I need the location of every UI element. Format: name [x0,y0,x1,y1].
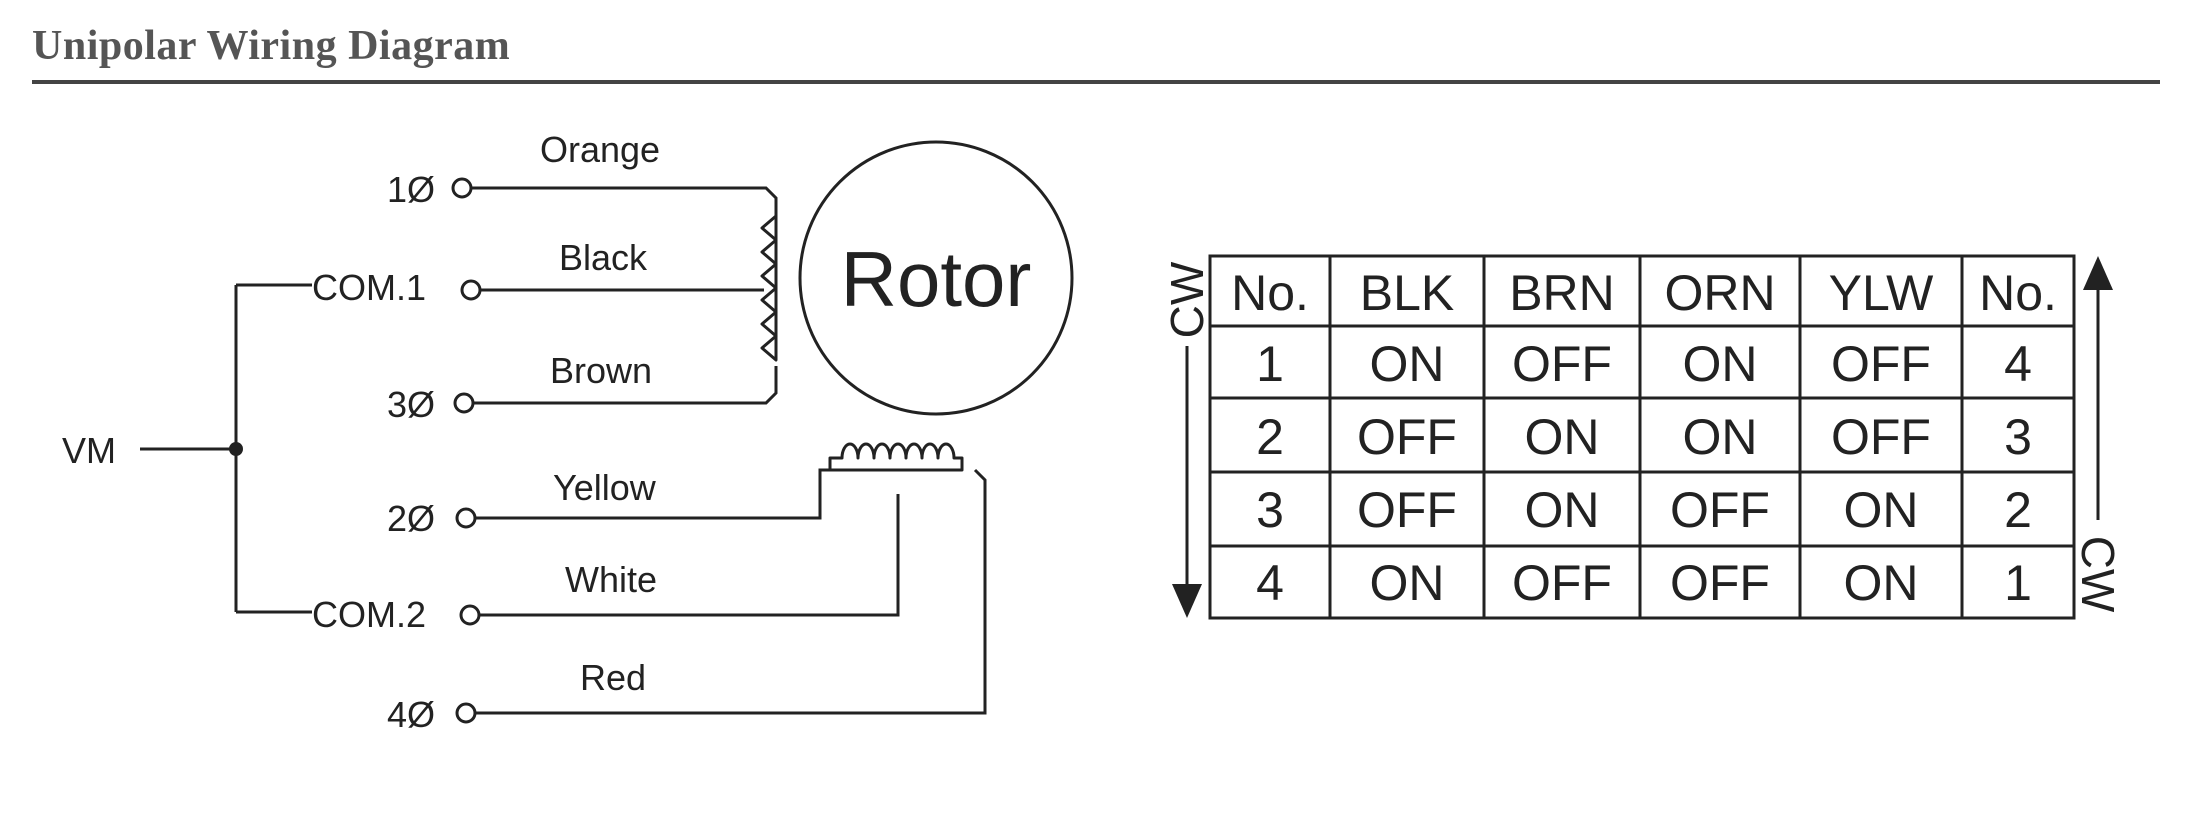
table-cell: ON [1844,482,1919,538]
table-cell: OFF [1670,555,1770,611]
terminal-com1-label: COM.1 [312,267,426,308]
table-cell: 3 [1256,482,1284,538]
rotor-label: Rotor [841,235,1032,323]
orange-wire [471,186,778,216]
red-wire [475,468,987,715]
page-title: Unipolar Wiring Diagram [32,23,511,69]
table-cell: OFF [1512,555,1612,611]
table-cell: 4 [2004,336,2032,392]
table-cell: ON [1370,555,1445,611]
table-header-brn: BRN [1509,265,1615,321]
wire-orange-label: Orange [540,129,660,170]
table-header-blk: BLK [1360,265,1455,321]
wire-black-label: Black [559,237,648,278]
cw-label-right: CW [2072,536,2124,613]
table-cell: 1 [2004,555,2032,611]
table-cell: ON [1525,409,1600,465]
yellow-wire [475,468,830,520]
table-header-ylw: YLW [1829,265,1934,321]
table-frame [1208,254,2076,620]
cw-label-left: CW [1161,261,1213,338]
white-wire [479,494,900,617]
vm-junction-dot [229,442,243,456]
table-cell: 3 [2004,409,2032,465]
table-header-orn: ORN [1664,265,1775,321]
table-cell: ON [1683,409,1758,465]
title-underline [32,80,2160,84]
wire-red-label: Red [580,657,646,698]
table-cell: ON [1683,336,1758,392]
terminal-3-circle [453,392,475,414]
table-cell: ON [1525,482,1600,538]
wire-yellow-label: Yellow [553,467,657,508]
right-arrow-head [2083,256,2113,290]
table-cell: OFF [1357,409,1457,465]
terminal-com1-circle [460,279,482,301]
table-cell: ON [1370,336,1445,392]
terminal-2-circle [455,507,477,529]
terminal-4-circle [455,702,477,724]
table-cell: OFF [1512,336,1612,392]
wire-brown-label: Brown [550,350,652,391]
table-cell: 4 [1256,555,1284,611]
table-cell: 2 [2004,482,2032,538]
coil-a [760,214,778,362]
terminal-com2-circle [459,604,481,626]
brown-wire [473,366,778,405]
vm-label: VM [62,430,116,471]
table-cell: ON [1844,555,1919,611]
terminal-1-circle [451,177,473,199]
wire-white-label: White [565,559,657,600]
left-arrow-head [1172,584,1202,618]
terminal-3-label: 3Ø [387,384,435,425]
rotor-circle [798,140,1074,416]
table-header-no-right: No. [1979,265,2057,321]
coil-b [828,442,964,472]
table-cell: OFF [1357,482,1457,538]
table-cell: OFF [1670,482,1770,538]
table-cell: OFF [1831,409,1931,465]
table-cell: OFF [1831,336,1931,392]
table-cell: 1 [1256,336,1284,392]
terminal-com2-label: COM.2 [312,594,426,635]
terminal-2-label: 2Ø [387,498,435,539]
table-cell: 2 [1256,409,1284,465]
terminal-1-label: 1Ø [387,169,435,210]
table-header-no-left: No. [1231,265,1309,321]
terminal-4-label: 4Ø [387,694,435,735]
